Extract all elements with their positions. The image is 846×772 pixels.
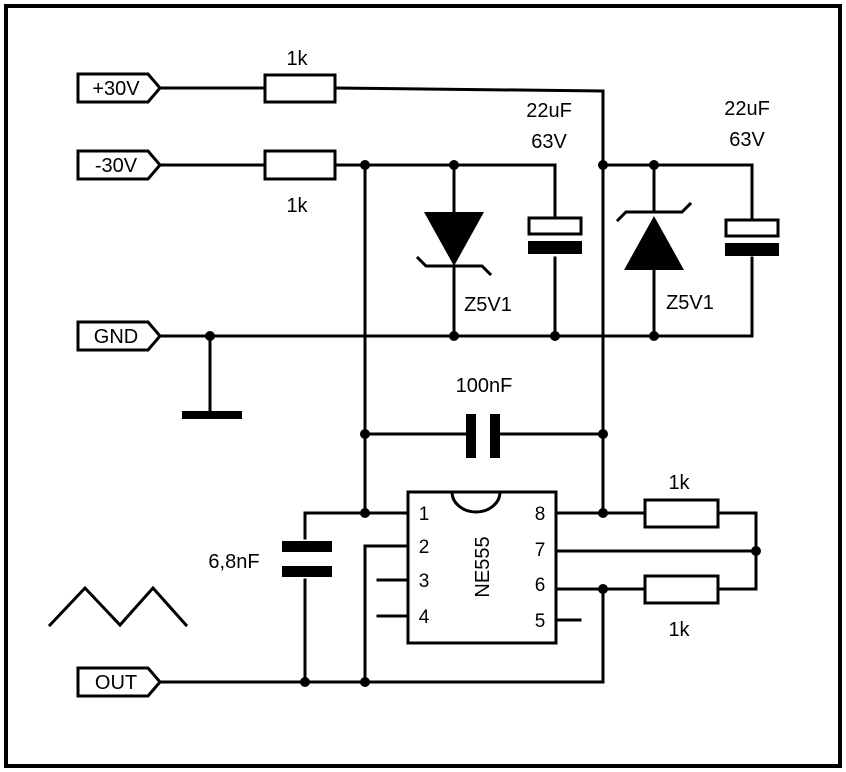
resistor-top: 1k (263, 48, 337, 104)
port-plus30v-label: +30V (92, 78, 140, 100)
ic-pin-4: 4 (419, 607, 430, 628)
zener-left-label: Z5V1 (464, 294, 512, 316)
resistor-right-top-label: 1k (668, 472, 690, 494)
resistor-right-bottom: 1k (643, 574, 720, 641)
port-gnd-label: GND (94, 326, 138, 348)
junction-dots (205, 160, 761, 687)
wires (158, 86, 758, 684)
capacitor-6-8nf-label: 6,8nF (208, 551, 259, 573)
diagram-frame (4, 4, 842, 768)
ic-pin-1: 1 (419, 504, 430, 525)
zener-diode-left: Z5V1 (415, 212, 512, 316)
port-out-label: OUT (95, 672, 137, 694)
port-plus30v: +30V (76, 72, 162, 104)
resistor-right-top: 1k (643, 472, 720, 529)
capacitor-left-voltage: 63V (531, 131, 567, 153)
port-out: OUT (76, 666, 162, 698)
capacitor-electrolytic-right: 22uF 63V (724, 98, 780, 256)
ic-pin-2: 2 (419, 537, 430, 558)
resistor-middle-label: 1k (286, 195, 308, 217)
ic-ne555: NE555 1 2 3 4 5 6 7 8 (406, 490, 558, 645)
resistor-right-bottom-label: 1k (668, 619, 690, 641)
port-gnd: GND (76, 320, 162, 352)
capacitor-right-value: 22uF (724, 98, 770, 120)
ic-pin-8: 8 (535, 504, 546, 525)
capacitor-100nf-label: 100nF (456, 375, 513, 397)
capacitor-100nf: 100nF (456, 375, 513, 458)
capacitor-right-voltage: 63V (729, 129, 765, 151)
ic-name-label: NE555 (472, 536, 494, 597)
capacitor-6-8nf: 6,8nF (208, 541, 332, 577)
port-minus30v-label: -30V (95, 155, 138, 177)
ic-pin-6: 6 (535, 575, 546, 596)
triangle-waveform-icon (47, 585, 189, 628)
resistor-top-label: 1k (286, 48, 308, 70)
zener-diode-right: Z5V1 (615, 201, 714, 314)
zener-right-label: Z5V1 (666, 292, 714, 314)
capacitor-electrolytic-left: 22uF 63V (526, 100, 583, 254)
capacitor-left-value: 22uF (526, 100, 572, 122)
resistor-middle: 1k (263, 149, 337, 217)
ic-pin-3: 3 (419, 571, 430, 592)
port-minus30v: -30V (76, 149, 162, 181)
ic-pin-7: 7 (535, 540, 546, 561)
ic-pin-5: 5 (535, 611, 546, 632)
